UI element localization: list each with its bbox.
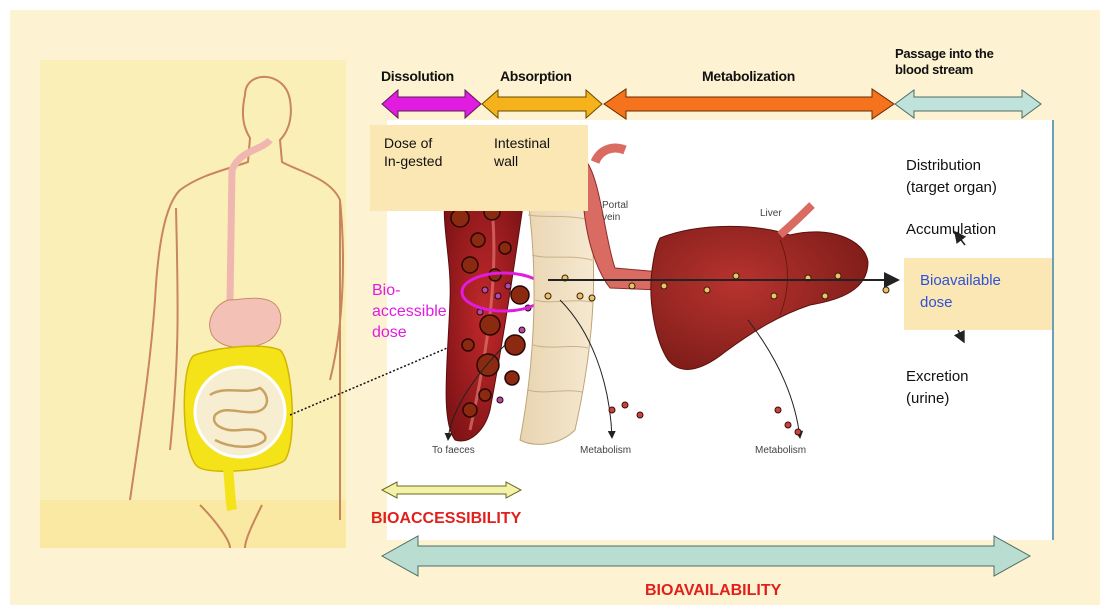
stage-passage: Passage into the blood stream	[895, 46, 994, 78]
bioavailable-dose-label: Bioavailable dose	[920, 270, 1001, 314]
metabolism-label-2: Metabolism	[755, 445, 806, 456]
stage-absorption: Absorption	[500, 68, 572, 84]
metabolism-arrow-2	[748, 320, 800, 438]
metabolite-particles	[609, 402, 801, 435]
esophagus	[230, 140, 270, 300]
stage-dissolution: Dissolution	[381, 68, 454, 84]
portal-vein-label: Portal vein	[602, 200, 628, 224]
dose-label: Dose of In-gested	[384, 134, 442, 170]
bioaccessible-dose-label: Bio- accessible dose	[372, 280, 447, 343]
accumulation-label: Accumulation	[906, 219, 996, 241]
intestinal-wall-label: Intestinal wall	[494, 134, 550, 170]
dissolution-arrow	[382, 90, 481, 118]
absorption-arrow	[482, 90, 602, 118]
excretion-label: Excretion (urine)	[906, 366, 969, 410]
passage-arrow	[895, 90, 1041, 118]
bioaccessibility-label: BIOACCESSIBILITY	[371, 510, 521, 528]
portal-vein	[583, 160, 660, 290]
stage-metabolization: Metabolization	[702, 68, 795, 84]
metabolism-label-1: Metabolism	[580, 445, 631, 456]
pointer-arrow	[290, 340, 466, 415]
stomach	[210, 298, 281, 347]
metabolization-arrow	[604, 89, 894, 119]
to-faeces-label: To faeces	[432, 445, 475, 456]
intestinal-wall	[520, 179, 594, 444]
distribution-label: Distribution (target organ)	[906, 155, 997, 199]
bioaccessibility-arrow	[382, 482, 521, 498]
liver	[651, 226, 868, 369]
bioavailability-arrow	[382, 536, 1030, 576]
liver-label: Liver	[760, 208, 782, 219]
bioavailability-label: BIOAVAILABILITY	[645, 582, 781, 600]
